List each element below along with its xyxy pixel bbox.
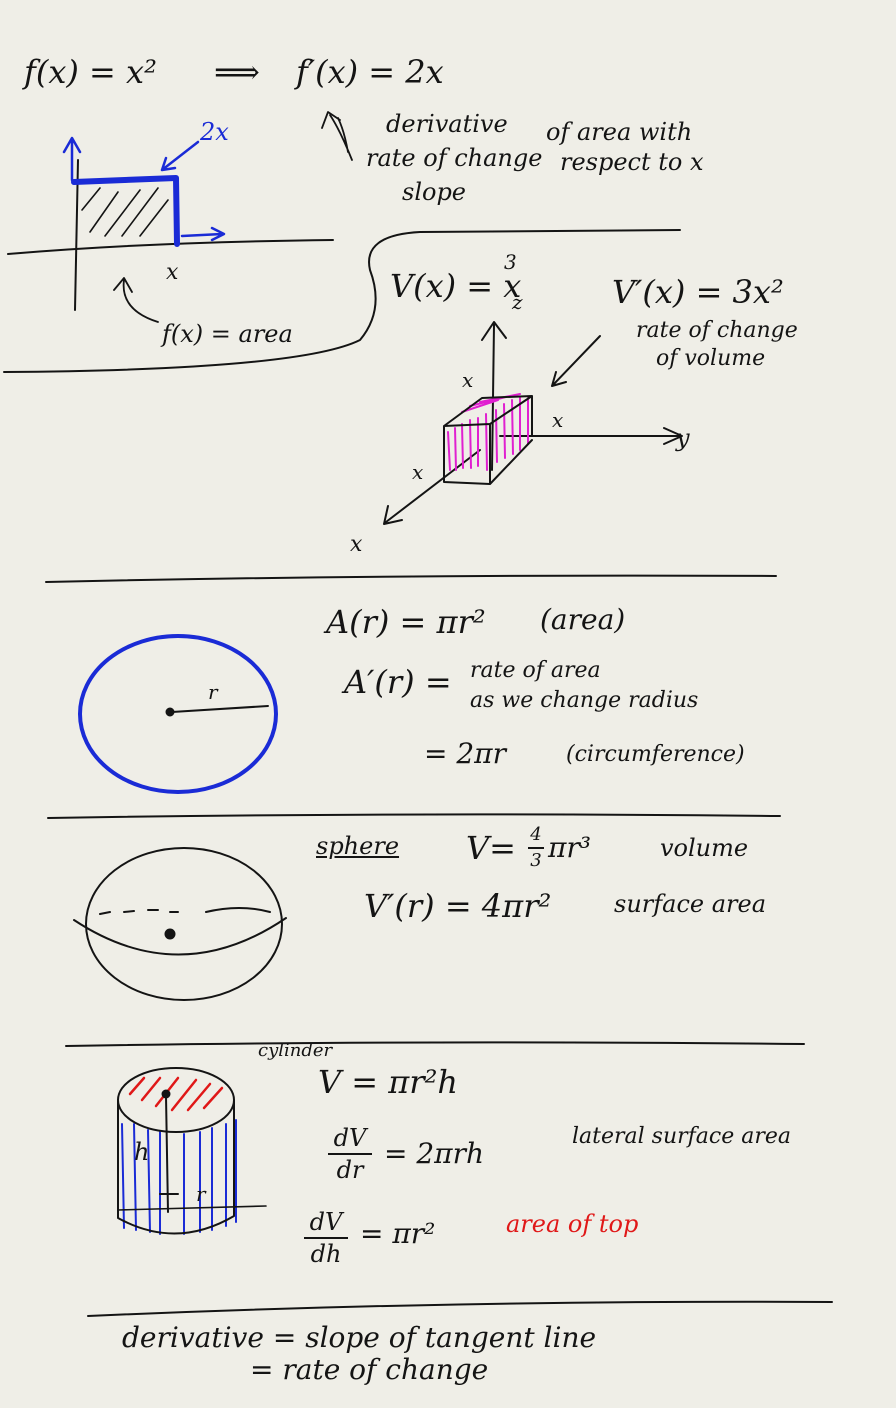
divider-line xyxy=(65,1041,805,1047)
equals-2pir: = 2πr xyxy=(424,737,506,770)
label-rate-of-change-volume: rate of change xyxy=(636,318,798,343)
label-x: x xyxy=(166,260,179,285)
dv-dh-fraction: dV dh xyxy=(304,1210,348,1266)
label-rate-of-change: rate of change xyxy=(366,144,543,172)
edge-x-top: x xyxy=(462,368,474,392)
area-square-sketch xyxy=(3,111,681,373)
area-formula: A(r) = πr² xyxy=(326,603,486,641)
fraction-numerator: dV xyxy=(333,1124,367,1152)
area-tag: (area) xyxy=(540,603,626,636)
volume-cube-sketch xyxy=(383,321,683,525)
label-z: z xyxy=(512,290,523,314)
sphere-derivative: V′(r) = 4πr² xyxy=(364,887,552,925)
cylinder-volume: V = πr²h xyxy=(318,1063,459,1101)
as-we-change-radius: as we change radius xyxy=(470,688,699,713)
edge-x-right: x xyxy=(552,408,564,432)
fraction-denominator: dr xyxy=(336,1156,364,1184)
label-f-area: f(x) = area xyxy=(162,320,293,348)
fraction-bar xyxy=(528,847,544,849)
sphere-sketch xyxy=(73,847,287,1001)
implies-arrow: ⟹ xyxy=(214,53,260,91)
fraction-numerator: 4 xyxy=(530,824,542,845)
label-derivative: derivative xyxy=(386,110,508,138)
exponent-3: 3 xyxy=(504,250,517,274)
derivative-f: f′(x) = 2x xyxy=(296,53,444,91)
surface-area-label: surface area xyxy=(614,890,767,918)
area-of-top: area of top xyxy=(506,1210,639,1238)
dv-dr-fraction: dV dr xyxy=(328,1126,372,1182)
fraction-numerator: dV xyxy=(309,1208,343,1236)
volume-label: volume xyxy=(660,834,749,862)
sphere-volume-rhs: πr³ xyxy=(548,831,592,864)
divider-line xyxy=(87,1300,833,1317)
axis-x: x xyxy=(350,532,363,557)
cylinder-sketch xyxy=(117,1067,267,1235)
summary-line-1: derivative = slope of tangent line xyxy=(122,1321,597,1354)
label-of-volume: of volume xyxy=(656,346,766,371)
dv-dh-result: = πr² xyxy=(360,1217,436,1250)
radius-label: r xyxy=(208,680,218,704)
label-of-area-with: of area with xyxy=(546,118,693,146)
circumference: (circumference) xyxy=(566,742,745,767)
summary-line-2: = rate of change xyxy=(250,1353,489,1386)
sphere-label: sphere xyxy=(316,832,400,860)
fraction-denominator: 3 xyxy=(530,850,542,871)
sphere-volume-lhs: V= xyxy=(466,829,516,867)
area-derivative: A′(r) = xyxy=(344,663,452,701)
dv-dr-result: = 2πrh xyxy=(384,1137,484,1170)
cylinder-radius-label: r xyxy=(196,1182,206,1206)
fraction-denominator: dh xyxy=(310,1240,342,1268)
divider-line xyxy=(47,813,781,819)
circle-sketch xyxy=(78,634,278,794)
label-2x: 2x xyxy=(200,118,229,146)
edge-x-front: x xyxy=(412,460,424,484)
function-f: f(x) = x² xyxy=(24,53,157,91)
fraction-bar xyxy=(328,1153,372,1155)
function-v: V(x) = x xyxy=(390,267,522,305)
cylinder-height-label: h xyxy=(134,1138,150,1166)
fraction-bar xyxy=(304,1237,348,1239)
rate-of-area: rate of area xyxy=(470,658,601,683)
label-respect-to-x: respect to x xyxy=(560,148,704,176)
lateral-surface-area: lateral surface area xyxy=(572,1124,792,1149)
cylinder-label: cylinder xyxy=(258,1040,333,1061)
axis-y: y xyxy=(676,424,690,452)
sphere-volume-fraction: 4 3 xyxy=(528,826,544,870)
derivative-v: V′(x) = 3x² xyxy=(612,273,784,311)
label-slope: slope xyxy=(402,178,467,206)
divider-line xyxy=(45,574,777,583)
